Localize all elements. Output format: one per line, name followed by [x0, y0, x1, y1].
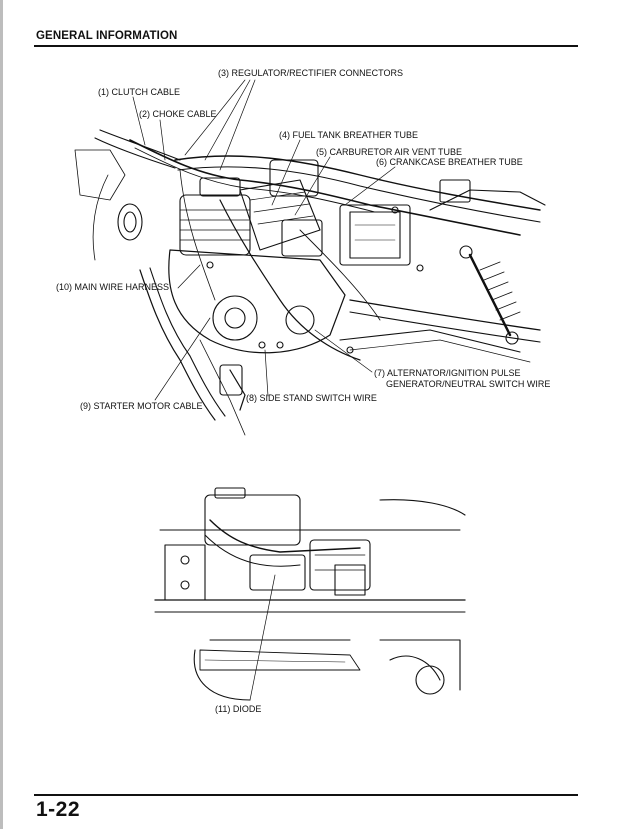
page-number: 1-22	[36, 798, 81, 821]
callout-starter-motor-cable: (9) STARTER MOTOR CABLE	[80, 401, 203, 411]
callout-side-stand-switch-wire: (8) SIDE STAND SWITCH WIRE	[246, 393, 377, 403]
callout-diode: (11) DIODE	[215, 704, 262, 714]
footer-rule	[34, 794, 578, 796]
callout-choke-cable: (2) CHOKE CABLE	[139, 109, 217, 119]
callout-fuel-tank-breather-tube: (4) FUEL TANK BREATHER TUBE	[279, 130, 419, 140]
callout-crankcase-breather-tube: (6) CRANKCASE BREATHER TUBE	[376, 157, 523, 167]
callout-clutch-cable: (1) CLUTCH CABLE	[98, 87, 181, 97]
diode-illustration	[154, 487, 466, 701]
header-rule	[34, 45, 578, 47]
callout-carburetor-air-vent-tube: (5) CARBURETOR AIR VENT TUBE	[316, 147, 463, 157]
callout-alternator-line2: GENERATOR/NEUTRAL SWITCH WIRE	[386, 379, 551, 389]
page-edge	[0, 0, 3, 829]
section-title: GENERAL INFORMATION	[36, 30, 178, 42]
callout-alternator-line1: (7) ALTERNATOR/IGNITION PULSE	[374, 368, 521, 378]
callout-regulator-rectifier-connectors: (3) REGULATOR/RECTIFIER CONNECTORS	[218, 68, 404, 78]
callout-main-wire-harness: (10) MAIN WIRE HARNESS	[56, 282, 170, 292]
